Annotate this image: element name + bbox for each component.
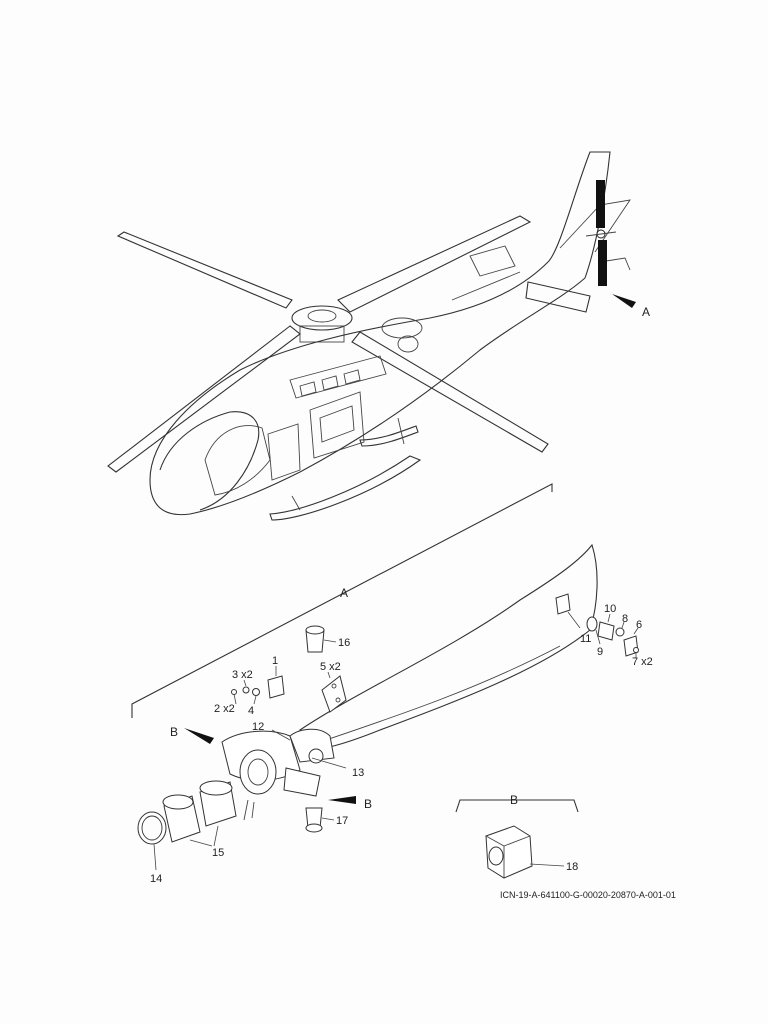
fuselage	[149, 151, 611, 516]
helicopter-overview: A	[107, 151, 650, 521]
view-b-bracket	[455, 799, 579, 813]
doubler-5	[321, 675, 347, 713]
view-b-detail: B 18	[455, 793, 579, 879]
washer-9	[586, 616, 598, 632]
washer-3	[242, 686, 250, 694]
callout-10: 10	[604, 603, 616, 615]
callout-9: 9	[597, 646, 603, 658]
view-a-pointer-arrow	[612, 294, 636, 308]
view-b-pointer-arrow-right	[328, 796, 356, 804]
pitch-bearing-housing	[239, 749, 277, 795]
view-b-pointer-arrow-left	[184, 728, 214, 744]
main-rotor-blade-rear	[351, 331, 549, 453]
spring-10	[597, 621, 615, 641]
tail-rotor-blade	[299, 543, 598, 751]
view-a-detail: A 16 17 1 2 x2 3 x2 4	[131, 483, 653, 885]
horizontal-stabilizer	[525, 281, 591, 313]
tail-rotor-blade-upper	[596, 180, 605, 228]
rotor-hub	[291, 305, 353, 331]
view-b-detail-title: B	[510, 793, 518, 807]
callout-15: 15	[212, 847, 224, 859]
callout-16: 16	[338, 637, 350, 649]
callout-5: 5 x2	[320, 661, 341, 673]
main-rotor-blade-left	[116, 231, 293, 309]
main-rotor-blade-right	[337, 215, 532, 313]
callout-18: 18	[566, 861, 578, 873]
screw-2	[231, 689, 237, 695]
landing-skid-left	[359, 425, 419, 447]
callout-8: 8	[622, 613, 628, 625]
tail-rotor-blade-lower	[598, 240, 607, 286]
screw-7	[633, 647, 639, 653]
view-b-callout-right: B	[364, 797, 372, 811]
callout-3: 3 x2	[232, 669, 253, 681]
callout-1: 1	[272, 655, 278, 667]
callout-4: 4	[248, 705, 254, 717]
callout-11: 11	[580, 633, 591, 645]
tip-plate-11	[555, 593, 571, 615]
landing-skid-right	[269, 455, 422, 521]
callout-14: 14	[150, 873, 162, 885]
nut-8	[615, 627, 625, 637]
view-a-bracket	[131, 483, 553, 718]
callout-17: 17	[336, 815, 348, 827]
callout-12: 12	[252, 721, 264, 733]
callout-7: 7 x2	[632, 656, 653, 668]
washer-4	[252, 688, 260, 696]
view-b-callout-left: B	[170, 725, 178, 739]
cockpit-door-window	[267, 423, 301, 481]
plate-1	[267, 675, 285, 699]
callout-13: 13	[352, 767, 364, 779]
cockpit-windshield	[204, 425, 271, 496]
cabin-door	[309, 391, 365, 459]
drawing-id: ICN-19-A-641100-G-00020-20870-A-001-01	[500, 890, 676, 900]
main-rotor-blade-front	[107, 325, 301, 473]
view-a-callout: A	[642, 305, 650, 319]
view-a-detail-title: A	[340, 586, 348, 600]
callout-6: 6	[636, 619, 642, 631]
callout-2: 2 x2	[214, 703, 235, 715]
